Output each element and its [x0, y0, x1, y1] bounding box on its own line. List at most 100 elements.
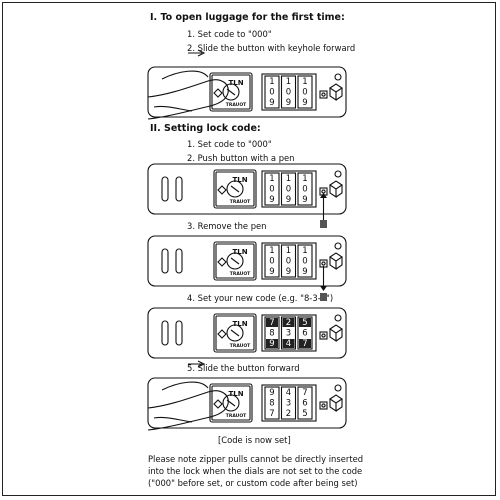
registered-mark: [334, 242, 342, 250]
lock-body: [147, 377, 347, 429]
diamond-icon: [217, 329, 227, 339]
section-2-step-4: 4. Set your new code (e.g. "8-3-6"): [187, 293, 334, 303]
dial-digit: 7: [269, 318, 274, 328]
dial-digit: 4: [286, 339, 291, 349]
slot-right: [175, 320, 183, 346]
dial-digit: 1: [269, 77, 274, 87]
dial-wheel: [264, 172, 280, 206]
dial-digit: 5: [302, 409, 307, 419]
keyhole-icon: [222, 394, 240, 412]
dial-hatch: [282, 318, 295, 327]
dial-wheel: [280, 75, 297, 109]
dial-digit: 0: [269, 257, 274, 267]
dial-digit: 0: [302, 88, 307, 98]
dial-digit: 9: [286, 98, 291, 108]
forward-arrow: [188, 49, 206, 57]
dial-wheel: [297, 172, 313, 206]
section-1-step-1: 1. Set code to "000": [187, 29, 272, 39]
dial-digit: 2: [286, 318, 291, 328]
dial-digit: 0: [302, 257, 307, 267]
dial-digit: 2: [286, 409, 291, 419]
section-2-heading: II. Setting lock code:: [150, 123, 261, 134]
dial-window: [261, 242, 317, 280]
cube-icon: [329, 83, 343, 102]
registered-mark: [334, 384, 342, 392]
slot-left: [161, 320, 169, 346]
dial-digit: 9: [269, 267, 274, 277]
keyhole-icon: [226, 252, 244, 270]
lock-label-top: TLN: [232, 176, 247, 184]
reset-button: [319, 259, 328, 268]
dial-wheel: [264, 244, 280, 278]
section-2-step-3: 3. Remove the pen: [187, 221, 267, 231]
dial-digit: 9: [269, 388, 274, 398]
lock-label-top: TLN: [232, 248, 247, 256]
dial-digit: 1: [269, 174, 274, 184]
dial-digit: 0: [269, 88, 274, 98]
dial-digit: 0: [302, 185, 307, 195]
dial-digit: 1: [286, 77, 291, 87]
keyhole-icon: [226, 180, 244, 198]
reset-button: [319, 90, 328, 99]
lock-label-top: TLN: [232, 320, 247, 328]
note-line-3: ("000" before set, or custom code after …: [148, 478, 358, 488]
registered-mark: [334, 170, 342, 178]
hand-icon: [147, 79, 229, 120]
dial-digit: 0: [286, 257, 291, 267]
keyhole-button: [213, 241, 257, 281]
registered-mark: [334, 73, 342, 81]
dial-digit: 3: [286, 399, 291, 409]
reset-button: [319, 331, 328, 340]
dial-digit: 1: [302, 246, 307, 256]
keyhole-button: [209, 383, 253, 423]
slot-right: [175, 176, 183, 202]
cube-icon: [329, 180, 343, 199]
dial-window: [261, 384, 317, 422]
keyhole-icon: [222, 83, 240, 101]
slot-left: [161, 248, 169, 274]
dial-hatch: [299, 339, 311, 348]
dial-wheel: [280, 172, 297, 206]
dial-digit: 9: [286, 195, 291, 205]
dial-wheel: [280, 316, 297, 350]
dial-digit: 9: [269, 339, 274, 349]
cube-icon: [329, 394, 343, 413]
lock-label-bottom: TRAUOT: [230, 271, 251, 277]
dial-digit: 7: [302, 388, 307, 398]
dial-digit: 9: [302, 195, 307, 205]
dial-digit: 9: [286, 267, 291, 277]
dial-window: [261, 170, 317, 208]
dial-hatch: [266, 339, 278, 348]
dial-digit: 8: [269, 399, 274, 409]
lock-body: [147, 163, 347, 215]
slot-left: [161, 176, 169, 202]
dial-window: [261, 314, 317, 352]
reset-button: [319, 401, 328, 410]
lock-label-top: TLN: [228, 390, 243, 398]
registered-mark: [334, 314, 342, 322]
cube-icon: [329, 252, 343, 271]
section-1-step-2: 2. Slide the button with keyhole forward: [187, 43, 356, 53]
lock-body: [147, 66, 347, 118]
lock-label-bottom: TRAUOT: [230, 199, 251, 205]
dial-wheel: [297, 75, 313, 109]
dial-wheel: [297, 316, 313, 350]
code-set-caption: [Code is now set]: [218, 435, 291, 445]
image-border: [2, 2, 496, 496]
dial-digit: 0: [286, 88, 291, 98]
dial-hatch: [299, 318, 311, 327]
dial-hatch: [282, 339, 295, 348]
diamond-icon: [217, 185, 227, 195]
section-2-step-1: 1. Set code to "000": [187, 139, 272, 149]
dial-digit: 1: [286, 246, 291, 256]
note-line-1: Please note zipper pulls cannot be direc…: [148, 454, 364, 464]
section-2-step-2: 2. Push button with a pen: [187, 153, 295, 163]
dial-wheel: [297, 386, 313, 420]
diamond-icon: [217, 257, 227, 267]
dial-wheel: [264, 386, 280, 420]
dial-digit: 3: [286, 329, 291, 339]
